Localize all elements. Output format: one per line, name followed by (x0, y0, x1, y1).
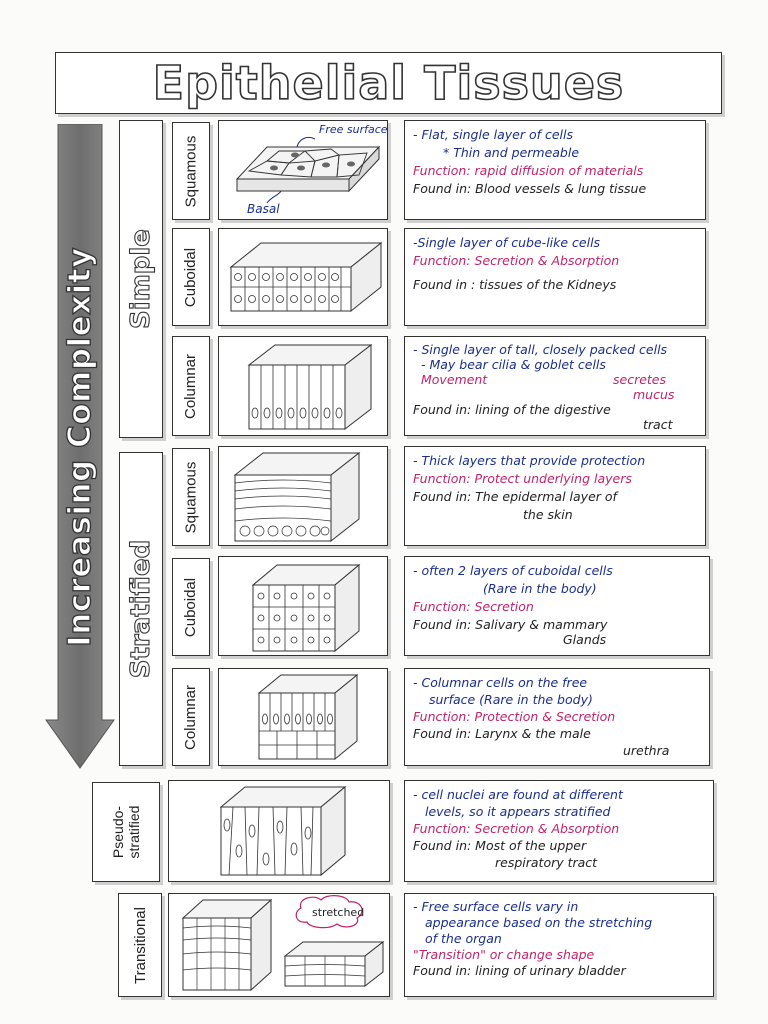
category-stratified: Stratified (119, 452, 163, 766)
diagram-simple-cuboidal (218, 228, 388, 326)
notes-stratified-columnar: - Columnar cells on the free surface (Ra… (404, 668, 710, 766)
basal-label: Basal (247, 202, 280, 216)
notes-simple-columnar: - Single layer of tall, closely packed c… (404, 336, 706, 436)
simple-squamous-illustration: Free surface Basal (235, 123, 387, 216)
diagram-pseudostratified (168, 780, 390, 882)
title-banner: Epithelial Tissues (55, 52, 722, 114)
stratified-squamous-illustration (233, 451, 361, 543)
down-arrow-icon (45, 124, 115, 769)
notes-transitional: - Free surface cells vary in appearance … (404, 893, 714, 997)
diagram-stratified-columnar (218, 668, 388, 766)
simple-cuboidal-illustration (229, 241, 383, 313)
category-simple: Simple (119, 120, 163, 438)
complexity-arrow: Increasing Complexity (44, 124, 116, 770)
shape-label-stratified-squamous: Squamous (172, 448, 210, 546)
stratified-columnar-illustration (257, 673, 359, 761)
stratified-cuboidal-illustration (251, 563, 361, 653)
cloud-callout-icon (295, 895, 363, 929)
transitional-illustration: stretched (181, 895, 385, 992)
pseudostratified-illustration (219, 785, 347, 877)
category-simple-label: Simple (125, 229, 157, 330)
diagram-simple-columnar (218, 336, 388, 436)
category-transitional-label: Transitional (131, 906, 149, 984)
simple-columnar-illustration (247, 343, 373, 431)
category-pseudostratified-label: Pseudo-stratified (110, 805, 142, 859)
shape-label-stratified-columnar: Columnar (172, 668, 210, 766)
category-pseudostratified: Pseudo-stratified (92, 782, 160, 882)
shape-label-simple-squamous: Squamous (172, 122, 210, 220)
notes-stratified-cuboidal: - often 2 layers of cuboidal cells (Rare… (404, 556, 710, 656)
notes-simple-squamous: - Flat, single layer of cells * Thin and… (404, 120, 706, 220)
axis-label: Increasing Complexity (61, 247, 98, 648)
free-surface-label: Free surface (319, 123, 387, 136)
page-title: Epithelial Tissues (152, 55, 625, 111)
shape-label-simple-cuboidal: Cuboidal (172, 228, 210, 326)
diagram-transitional: stretched (168, 893, 390, 997)
category-stratified-label: Stratified (125, 539, 157, 679)
shape-label-stratified-cuboidal: Cuboidal (172, 558, 210, 656)
stretched-label: stretched (312, 906, 364, 919)
diagram-simple-squamous: Free surface Basal (218, 120, 388, 220)
notes-pseudostratified: - cell nuclei are found at different lev… (404, 780, 714, 882)
category-transitional: Transitional (118, 893, 162, 997)
shape-label-simple-columnar: Columnar (172, 336, 210, 436)
diagram-stratified-squamous (218, 446, 388, 546)
notes-stratified-squamous: - Thick layers that provide protection F… (404, 446, 706, 546)
notes-simple-cuboidal: -Single layer of cube-like cells Functio… (404, 228, 706, 326)
diagram-stratified-cuboidal (218, 556, 388, 656)
